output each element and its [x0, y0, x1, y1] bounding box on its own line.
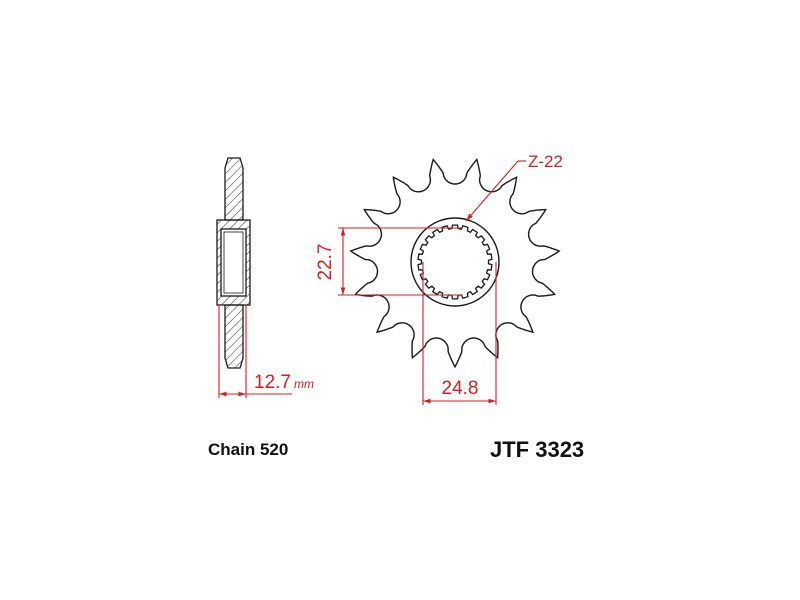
- teeth-count-leader: [465, 160, 526, 222]
- side-bore: [220, 228, 247, 297]
- dimension-spline-width: [422, 262, 497, 405]
- spline-height-value: 22.7: [315, 244, 336, 281]
- part-number: JTF 3323: [490, 437, 585, 462]
- sprocket-front-view: [349, 157, 561, 369]
- side-view: [216, 157, 251, 369]
- dimension-thickness: [218, 305, 292, 398]
- chain-label: Chain 520: [208, 440, 289, 459]
- thickness-unit: mm: [294, 377, 314, 391]
- dimension-spline-height: [338, 227, 462, 296]
- hub-circle: [410, 217, 500, 307]
- side-upper-teeth: [224, 157, 244, 221]
- thickness-value: 12.7: [254, 372, 291, 393]
- spline-width-value: 24.8: [442, 378, 479, 399]
- side-lower-teeth: [224, 304, 244, 369]
- spline-bore: [417, 224, 493, 300]
- teeth-count: Z-22: [528, 152, 563, 171]
- sprocket-outline: [349, 157, 561, 369]
